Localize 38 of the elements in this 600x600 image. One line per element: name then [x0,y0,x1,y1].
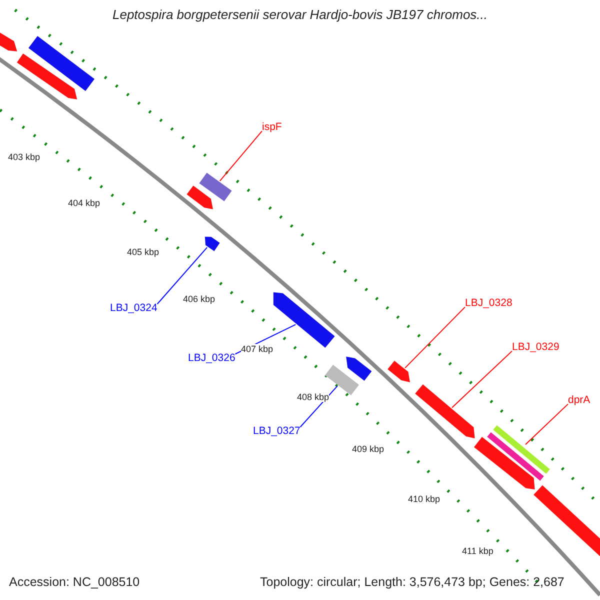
tick-label: 409 kbp [352,444,384,454]
tick-label: 406 kbp [183,294,216,304]
gene-label: LBJ_0326 [188,352,236,364]
info-text: Accession: NC_008510 [9,575,140,590]
gene-block [388,360,410,382]
tick-label: 411 kbp [462,546,494,556]
gene-block [186,186,213,210]
gene-block [204,236,220,252]
gene-label: dprA [568,394,590,406]
gene-bar [487,425,550,481]
leader-line [525,404,568,446]
gene-block [16,54,78,100]
tick-label: 408 kbp [297,392,330,402]
gene-block [346,356,372,381]
gene-block [415,384,475,438]
gene-label: ispF [262,121,282,134]
gene-label: LBJ_0324 [110,302,158,314]
chart-title: Leptospira borgpetersenii serovar Hardjo-bovis JB197 chromos... [111,8,489,23]
gene-block [474,436,535,490]
gene-label: LBJ_0329 [512,341,560,354]
gene-bar [534,485,600,557]
gene-block [273,292,335,348]
tick-label: 410 kbp [408,494,440,504]
gene-bar [325,364,359,396]
leader-line [156,246,208,304]
gene-label: LBJ_0328 [465,297,512,310]
leader-line [219,130,262,182]
leader-line [404,306,466,368]
tick-label: 407 kbp [241,344,274,354]
tick-label: 403 kbp [8,152,40,162]
tick-label: 404 kbp [68,198,100,208]
leader-line [452,350,512,408]
gene-bar [199,172,232,202]
gene-label: LBJ_0327 [253,425,300,438]
gene-block [0,31,18,52]
tick-label: 405 kbp [127,247,160,258]
info-text: Topology: circular; Length: 3,576,473 bp; Genes: 2,687 [260,575,564,590]
gene-bar [28,36,94,91]
